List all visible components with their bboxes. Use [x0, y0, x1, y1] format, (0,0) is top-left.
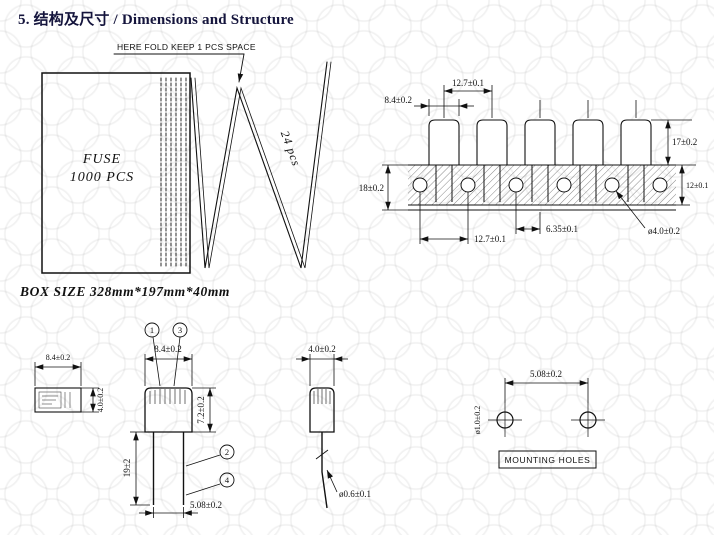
callout-4-label: 4: [225, 475, 230, 485]
callout-4-circle: [219, 472, 235, 488]
callout-2-circle: [219, 444, 235, 460]
mounting-hole-left: [488, 403, 522, 437]
dim-tape-width: [382, 164, 408, 211]
fuse-body-side: [309, 387, 335, 433]
fuse-body: [572, 119, 604, 166]
dim-top-depth-label: 4.0±0.2: [96, 388, 105, 412]
fuse-element-hatch-side: [313, 389, 331, 404]
dim-hole-spacing-label: 5.08±0.2: [530, 369, 562, 379]
dim-side-depth: [296, 354, 348, 386]
dim-lead-dia-label: ø0.6±0.1: [339, 489, 371, 499]
sprocket-hole: [604, 177, 620, 193]
folded-tape-stack: [160, 77, 187, 269]
fuse-element-hatch: [149, 389, 186, 404]
mounting-holes-drawing: 5.08±0.2 ø1.0±0.2 MOUNTING HOLES: [473, 369, 605, 469]
dim-front-height: [192, 387, 216, 433]
dim-lead-dia-leader: [326, 469, 338, 493]
front-view: 1 3 8.4±0.2: [122, 322, 235, 518]
mounting-holes-label-box: [498, 450, 597, 469]
dim-hole-dia-label: ø4.0±0.2: [648, 226, 680, 236]
fuse-body: [428, 119, 460, 166]
dim-lead-spacing-label: 5.08±0.2: [190, 500, 222, 510]
fuse-leads-front: [152, 432, 185, 505]
dim-tape-width-label: 18±0.2: [359, 183, 384, 193]
dim-tape-band-label: 12±0.1: [686, 181, 708, 190]
shipping-box-outline: [41, 72, 191, 274]
fold-note-label: HERE FOLD KEEP 1 PCS SPACE: [117, 42, 256, 52]
dim-hole-dia-leader: [615, 190, 646, 229]
dim-front-width: [144, 354, 193, 386]
page-title: 5. 结构及尺寸 / Dimensions and Structure: [18, 12, 294, 28]
dim-hole-to-lead: [515, 192, 541, 234]
dim-pitch-top: [443, 85, 637, 118]
callout-leaders-bottom: [185, 454, 221, 496]
dim-mount-hole-dia-label: ø1.0±0.2: [473, 406, 482, 434]
dim-top-width: [34, 362, 82, 386]
box-size-label: BOX SIZE 328mm*197mm*40mm: [19, 284, 230, 299]
fuse-body: [476, 119, 508, 166]
sprocket-hole: [556, 177, 572, 193]
dim-front-height-label: 7.2±0.2: [196, 396, 206, 423]
fuse-qty-label: 1000 PCS: [70, 170, 134, 185]
side-view: 4.0±0.2 ø0.6±0.1: [296, 344, 371, 509]
dim-body-width-tape-label: 8.4±0.2: [385, 95, 412, 105]
sprocket-hole: [460, 177, 476, 193]
dim-lead-spacing: [139, 507, 198, 518]
top-view: 8.4±0.2 4.0±0.2: [34, 353, 105, 413]
tape-drawing: 12.7±0.1 8.4±0.2 17±0.2 18±0.2: [359, 78, 708, 244]
dim-side-depth-label: 4.0±0.2: [308, 344, 335, 354]
dim-pitch-top-label: 12.7±0.1: [452, 78, 484, 88]
mounting-holes-label: MOUNTING HOLES: [505, 455, 591, 465]
dim-front-width-label: 8.4±0.2: [154, 344, 181, 354]
sprocket-hole: [652, 177, 668, 193]
fuse-body: [620, 119, 652, 166]
dim-hole-pitch-label: 12.7±0.1: [474, 234, 506, 244]
callout-1-circle: [144, 322, 160, 338]
fuse-label: FUSE: [82, 152, 121, 167]
dim-lead-length-label: 19±2: [122, 459, 132, 477]
fuse-lead-side: [315, 432, 329, 509]
dim-lead-length: [130, 431, 150, 506]
sprocket-hole: [412, 177, 428, 193]
fold-packing-drawing: HERE FOLD KEEP 1 PCS SPACE FUSE 1000 PCS…: [19, 42, 332, 299]
tape-band: [408, 165, 676, 205]
callout-2-label: 2: [225, 447, 229, 457]
fuse-body-top: [34, 387, 82, 413]
callout-1-label: 1: [150, 325, 154, 335]
marking-detail: [38, 391, 71, 409]
fold-note-leader: [113, 53, 245, 83]
fuse-body-front: [144, 387, 193, 433]
dim-component-height-label: 17±0.2: [672, 137, 697, 147]
dim-body-width-tape: [414, 99, 474, 116]
dim-hole-to-lead-label: 6.35±0.1: [546, 224, 578, 234]
fuse-leads-in-tape: [435, 165, 645, 202]
fuse-body: [524, 119, 556, 166]
sprocket-holes: [412, 177, 668, 193]
dim-tape-band: [676, 165, 690, 206]
fold-count-label: 24 pcs: [278, 129, 304, 169]
dim-top-depth: [81, 387, 99, 413]
sprocket-hole: [508, 177, 524, 193]
dim-hole-pitch: [419, 192, 469, 244]
mounting-hole-right: [571, 403, 605, 437]
dim-hole-spacing: [504, 378, 589, 403]
taped-fuse-bodies: [428, 119, 652, 202]
dim-top-width-label: 8.4±0.2: [46, 353, 70, 362]
callout-3-label: 3: [178, 325, 182, 335]
fold-zigzag: [190, 61, 332, 269]
